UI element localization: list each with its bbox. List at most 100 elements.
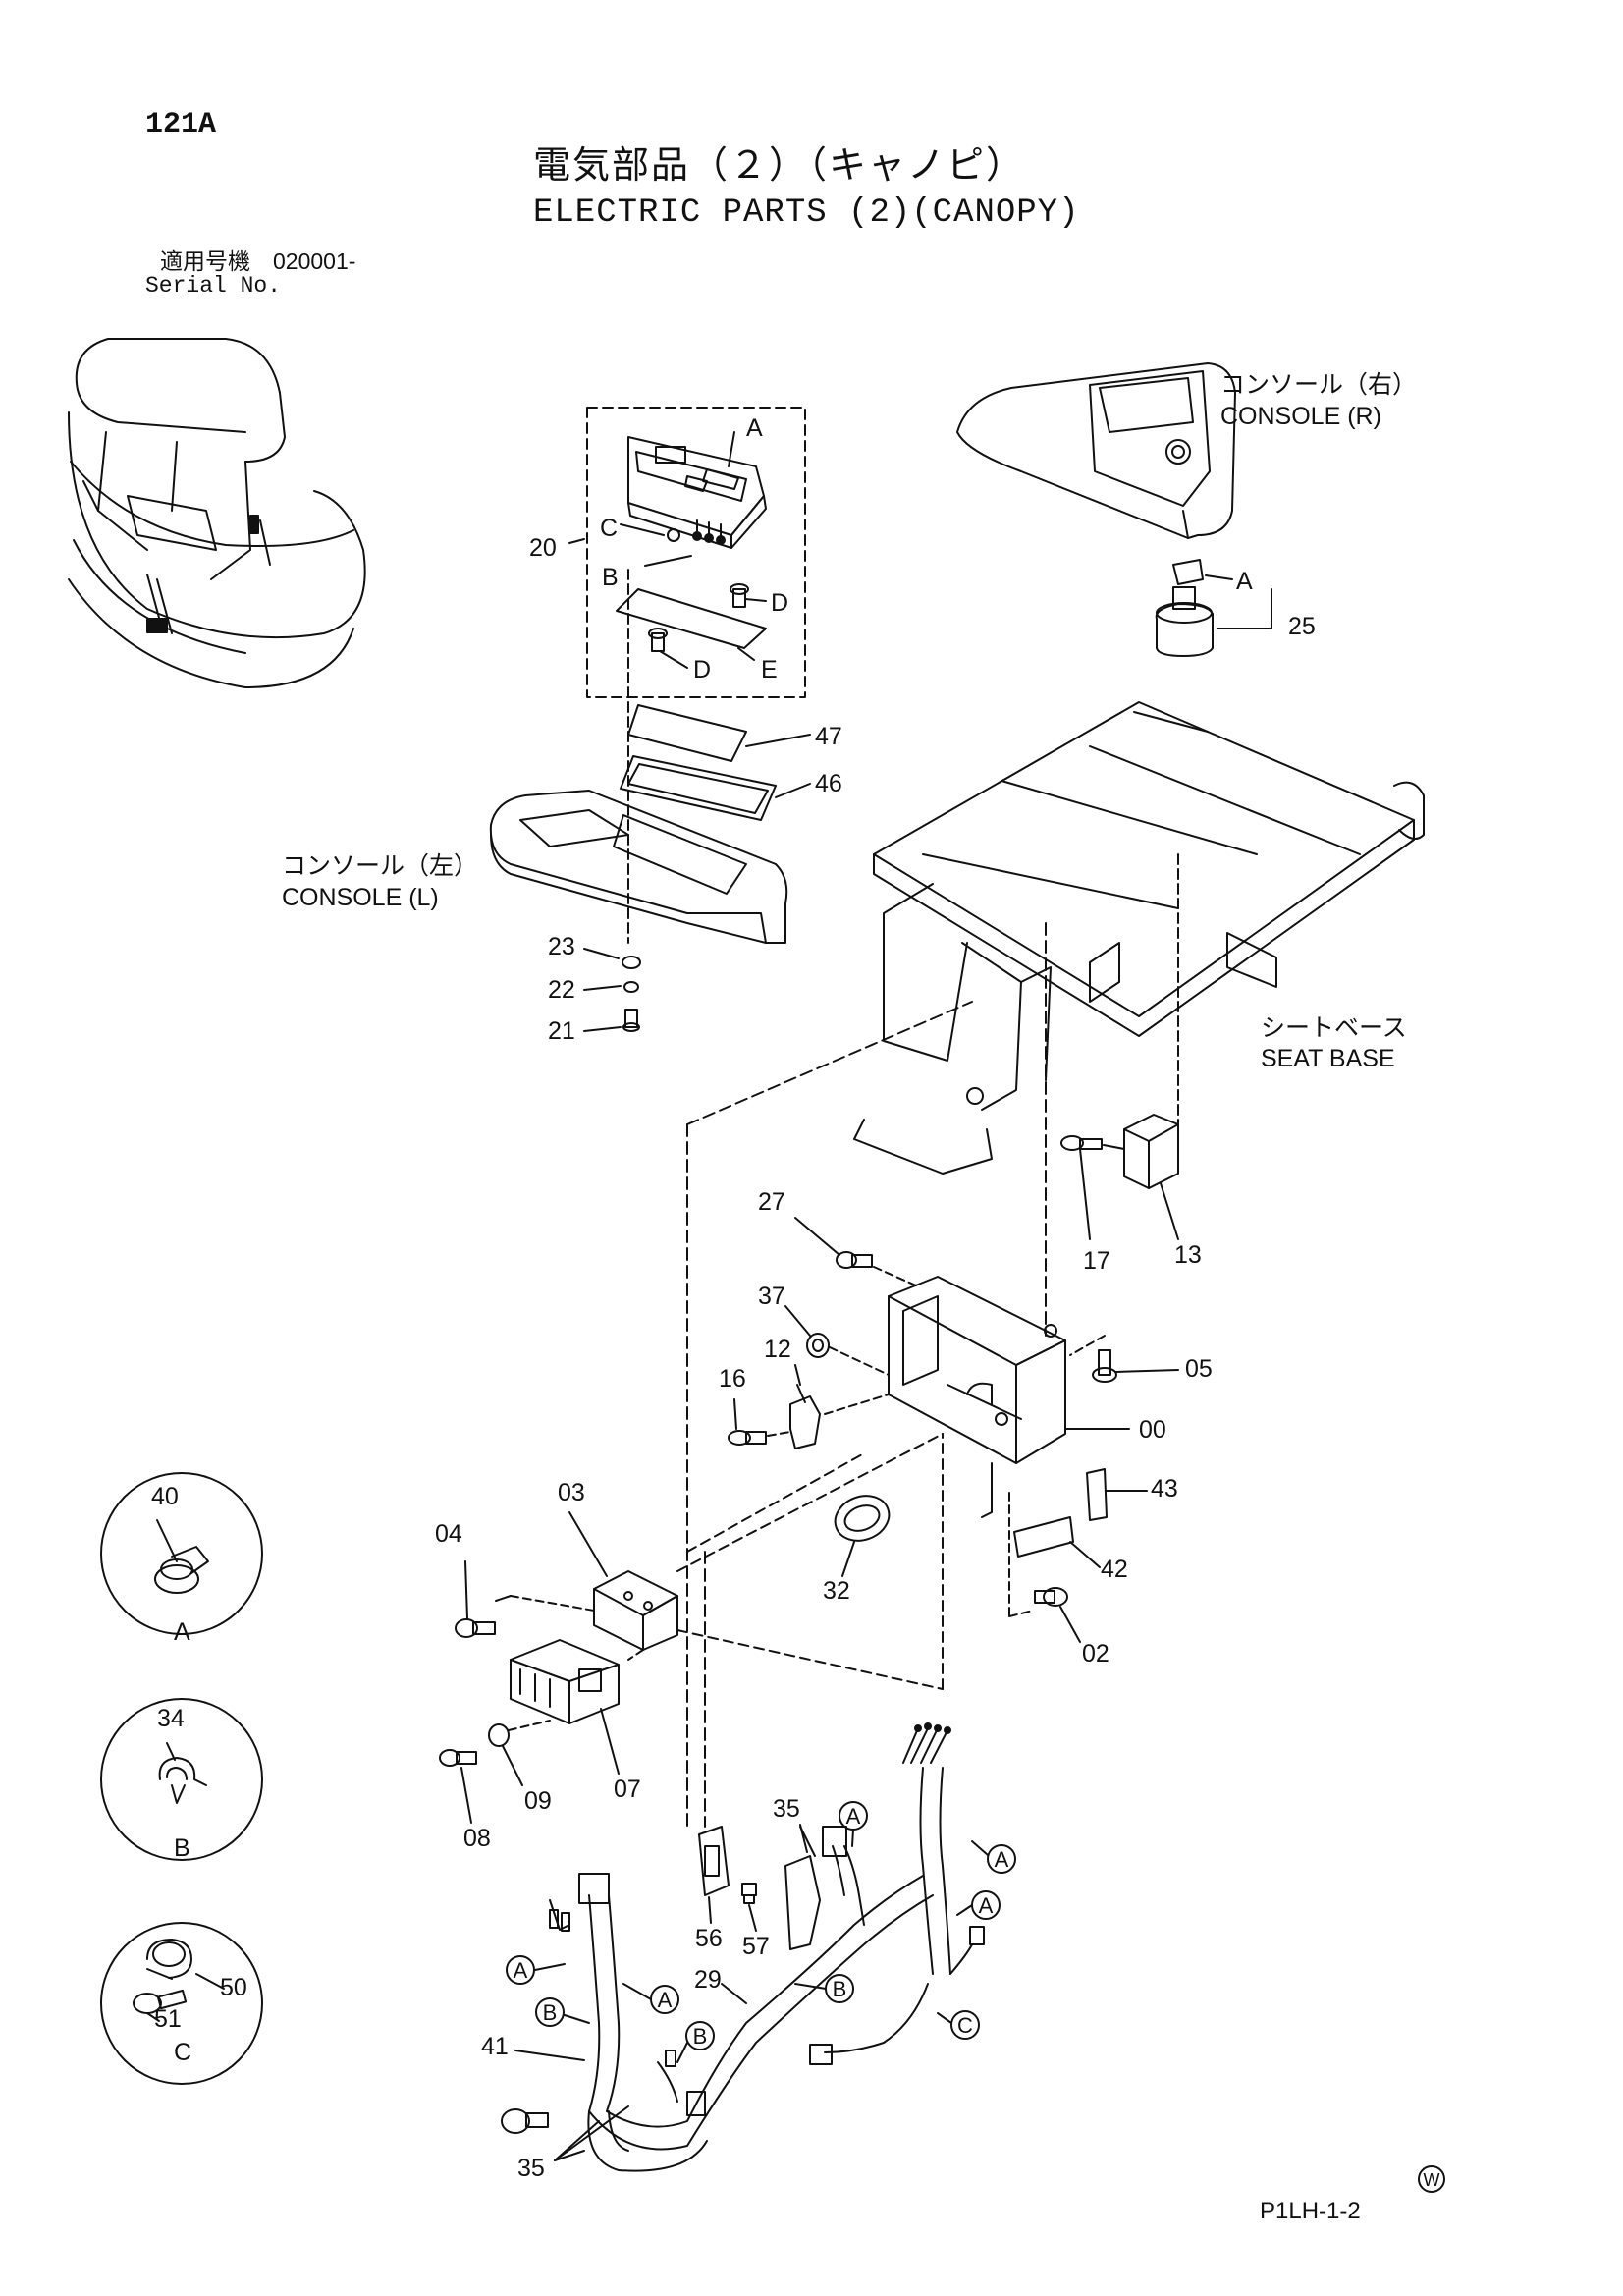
callout-42: 42 [1101,1556,1128,1583]
cover-plate-e [616,588,767,649]
monitor-panel [627,431,767,549]
seat-base-label-jp: シートベース [1261,1014,1407,1042]
callout-02: 02 [1082,1640,1109,1667]
grommet-32 [834,1495,891,1542]
seat-base [853,701,1425,1175]
key-switch-25 [1155,559,1214,657]
detail-b-part-34: 34 [157,1705,185,1732]
callout-00: 00 [1139,1416,1166,1444]
wire-harness [501,1722,985,2172]
callout-08: 08 [463,1825,491,1852]
callout-47: 47 [815,723,842,750]
grommet-c [667,528,680,542]
footer-w-mark [1418,2165,1445,2193]
callout-23: 23 [548,933,575,960]
fuse-57 [741,1883,757,1904]
serial-label-jp: 適用号機 020001- [160,248,356,274]
callout-46: 46 [815,770,842,797]
relay-bracket-00 [888,1276,1066,1518]
relay-set-07 [510,1639,620,1724]
screw-d-lower [648,628,688,669]
callout-35-bottom: 35 [517,2155,545,2182]
relay-plate-03 [593,1570,678,1651]
relay-13 [1123,1114,1179,1189]
washer-22 [623,981,639,993]
switch-12 [789,1384,821,1449]
callout-12: 12 [764,1336,791,1363]
callout-e: E [761,656,778,683]
console-l-label-jp: コンソール（左） [282,852,479,880]
grommet-37 [806,1333,830,1358]
footer-drawing-code: P1LH-1-2 [1260,2198,1361,2224]
callout-35-top: 35 [773,1795,800,1823]
callout-37: 37 [758,1283,785,1310]
detail-a-part-40: 40 [151,1483,179,1510]
machine-overview-illustration [68,338,366,688]
spacer-43 [1086,1468,1108,1521]
callout-05: 05 [1185,1355,1213,1383]
screw-08 [439,1749,477,1767]
callout-41: 41 [481,2033,509,2060]
gasket-46 [620,755,777,821]
detail-c-letter: C [174,2039,192,2066]
detail-b-letter: B [174,1834,190,1862]
harness-marker-b: B [833,1977,847,2001]
callout-17: 17 [1083,1247,1110,1275]
harness-marker-a: A [514,1958,528,1983]
page-title-en: ELECTRIC PARTS (2)(CANOPY) [533,194,1080,232]
harness-marker-a: A [995,1847,1009,1872]
callout-b: B [602,564,619,591]
harness-marker-b: B [693,2024,708,2049]
console-left [489,790,788,944]
detail-c-part-50: 50 [220,1974,247,2001]
callout-56: 56 [695,1925,723,1952]
bolt-02 [1034,1587,1068,1607]
callout-13: 13 [1174,1241,1202,1269]
harness-markers [506,1801,1016,2063]
detail-c-part-51: 51 [154,2005,182,2033]
harness-marker-c: C [957,2013,973,2038]
detail-circle-c [100,1922,263,2085]
harness-marker-a: A [846,1804,861,1829]
bolt-05 [1092,1349,1117,1383]
console-l-label-en: CONSOLE (L) [282,884,439,911]
serial-label-en: Serial No. [145,273,282,299]
callout-d-lower: D [693,656,712,683]
callout-07: 07 [614,1776,641,1803]
page-title-jp: 電気部品（２）（キャノピ） [533,145,1026,187]
callout-32: 32 [823,1577,850,1605]
callout-20: 20 [529,534,557,562]
callout-04: 04 [435,1520,462,1548]
detail-circle-b [100,1698,263,1861]
detail-circle-a [100,1472,263,1635]
screw-17 [1060,1135,1103,1151]
console-r-label-en: CONSOLE (R) [1220,403,1381,430]
callout-29: 29 [694,1966,722,1994]
callout-d-upper: D [771,589,789,617]
washer-23 [622,956,641,969]
callout-27: 27 [758,1188,785,1216]
callout-22: 22 [548,976,575,1004]
callout-57: 57 [742,1933,770,1960]
monitor-assembly-boundary [586,407,806,698]
screw-04 [455,1618,496,1638]
gasket-47 [627,704,747,762]
footer-w-letter: W [1424,2170,1440,2190]
screw-16 [728,1430,767,1446]
harness-marker-a: A [658,1988,673,2012]
seat-base-label-en: SEAT BASE [1261,1045,1395,1072]
screw-27 [836,1251,873,1269]
callout-a-key: A [1236,568,1253,595]
callout-16: 16 [719,1365,746,1393]
page-number: 121A [145,108,217,141]
callout-25: 25 [1288,613,1316,640]
callout-09: 09 [524,1787,552,1815]
harness-marker-a: A [979,1893,994,1918]
console-right [956,362,1236,539]
detail-a-letter: A [174,1618,190,1646]
callout-43: 43 [1151,1475,1178,1503]
connector-56 [698,1826,730,1896]
washer-09 [488,1723,510,1747]
console-r-label-jp: コンソール（右） [1220,371,1418,399]
strip-42 [1013,1516,1074,1558]
